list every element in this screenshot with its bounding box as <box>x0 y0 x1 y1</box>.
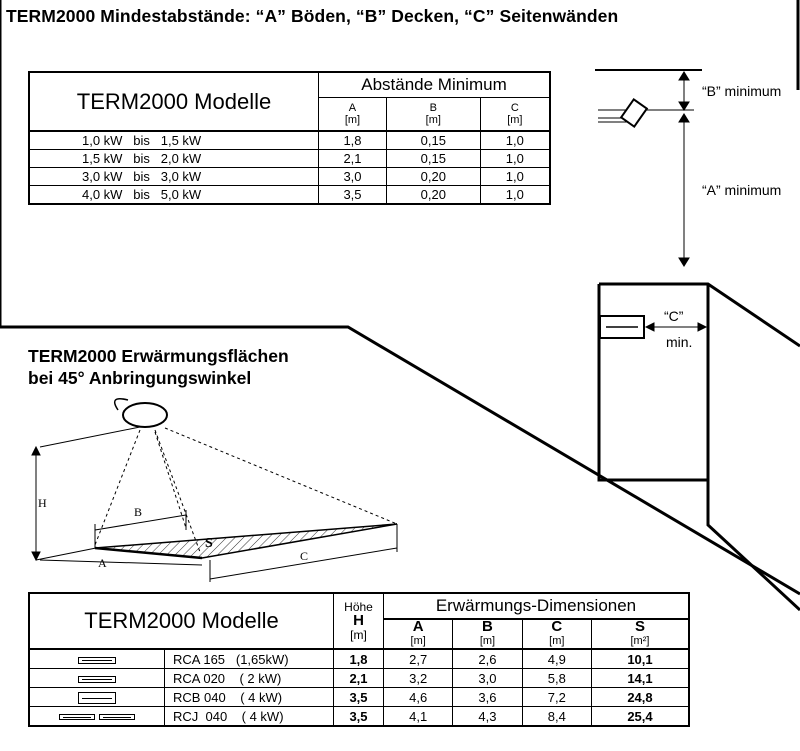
model-header: TERM2000 Modelle <box>28 593 334 649</box>
heating-area-heading: TERM2000 Erwärmungsflächen bei 45° Anbri… <box>28 346 289 388</box>
heater-long-icon <box>28 706 165 726</box>
b-label: B <box>134 505 143 519</box>
min-distance-table: TERM2000 Modelle Abstände Minimum A[m] B… <box>28 71 551 205</box>
col-a-header: A[m] <box>382 619 453 649</box>
col-b-header: B[m] <box>452 619 523 649</box>
page-title: TERM2000 Mindestabstände: “A” Böden, “B”… <box>6 6 619 26</box>
heater-small-icon <box>28 648 165 669</box>
a-label: A <box>98 556 107 570</box>
col-b-header: B[m] <box>385 97 481 131</box>
group-header: Abstände Minimum <box>318 72 550 98</box>
col-c-header: C[m] <box>479 97 550 131</box>
col-c-header: C[m] <box>521 619 592 649</box>
c-label: “C” <box>664 308 684 324</box>
heating-area-diagram <box>31 398 398 582</box>
group-header: Erwärmungs-Dimensionen <box>383 593 689 620</box>
heater-double-icon <box>28 687 165 707</box>
wall-heater-icon <box>619 98 649 128</box>
b-minimum-label: “B” minimum <box>702 83 782 99</box>
model-header: TERM2000 Modelle <box>28 72 319 131</box>
ceiling-heater-icon <box>122 402 168 428</box>
col-a-header: A[m] <box>318 97 387 131</box>
s-label: S <box>205 536 213 551</box>
col-s-header: S[m²] <box>590 619 689 649</box>
h-label: H <box>38 496 47 510</box>
c-label-diagram: C <box>300 549 309 563</box>
side-heater-icon <box>599 315 645 339</box>
c-min-label: min. <box>666 334 693 350</box>
top-frame-line <box>0 0 800 596</box>
a-minimum-label: “A” minimum <box>702 182 782 198</box>
heater-small-icon <box>28 668 165 688</box>
